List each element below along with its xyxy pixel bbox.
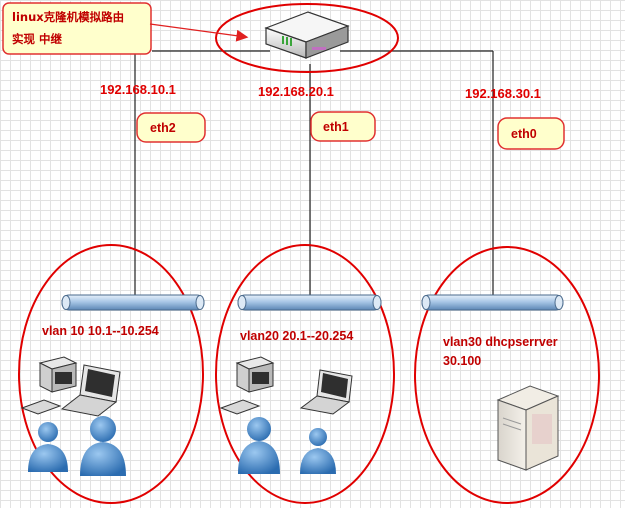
connection-lines <box>134 50 494 302</box>
iface-label-eth0: eth0 <box>511 127 537 141</box>
note-line1: linux克隆机模拟路由 <box>12 10 124 24</box>
laptop-icon <box>60 364 121 417</box>
iface-label-eth1: eth1 <box>323 120 349 134</box>
vlan20-label: vlan20 20.1--20.254 <box>240 329 353 343</box>
user-icon <box>80 416 126 476</box>
ip-label-eth2: 192.168.10.1 <box>100 82 176 97</box>
vlan-ellipses <box>18 3 600 504</box>
router-icon <box>264 11 350 59</box>
note-line2: 实现 中继 <box>12 32 63 46</box>
iface-label-eth2: eth2 <box>150 121 176 135</box>
vlan10-ellipse <box>18 244 204 504</box>
router-highlight-ellipse <box>215 3 399 73</box>
desktop-computer-icon <box>20 356 78 415</box>
pointer-arrow <box>149 23 249 42</box>
vlan30-label: vlan30 dhcpserrver <box>443 335 558 349</box>
vlan30-ellipse <box>414 246 600 504</box>
user-icon <box>300 428 336 474</box>
vlan30-bus <box>421 294 564 311</box>
vlan20-bus <box>237 294 382 311</box>
bus-bars <box>61 294 564 311</box>
desktop-computer-icon <box>219 356 275 415</box>
user-icon <box>238 417 280 474</box>
laptop-icon <box>299 369 353 415</box>
server-icon <box>496 385 560 471</box>
vlan10-bus <box>61 294 205 311</box>
vlan-labels: vlan 10 10.1--10.254 vlan20 20.1--20.254… <box>42 324 558 368</box>
ip-label-eth0: 192.168.30.1 <box>465 86 541 101</box>
vlan10-label: vlan 10 10.1--10.254 <box>42 324 159 338</box>
vlan30-address: 30.100 <box>443 354 481 368</box>
ip-label-eth1: 192.168.20.1 <box>258 84 334 99</box>
ip-labels: 192.168.10.1 192.168.20.1 192.168.30.1 <box>100 82 541 101</box>
user-icon <box>28 422 68 472</box>
vlan20-ellipse <box>215 244 395 504</box>
interface-labels: eth2 eth1 eth0 <box>136 111 565 150</box>
note-callout: linux克隆机模拟路由 实现 中继 <box>2 2 152 55</box>
